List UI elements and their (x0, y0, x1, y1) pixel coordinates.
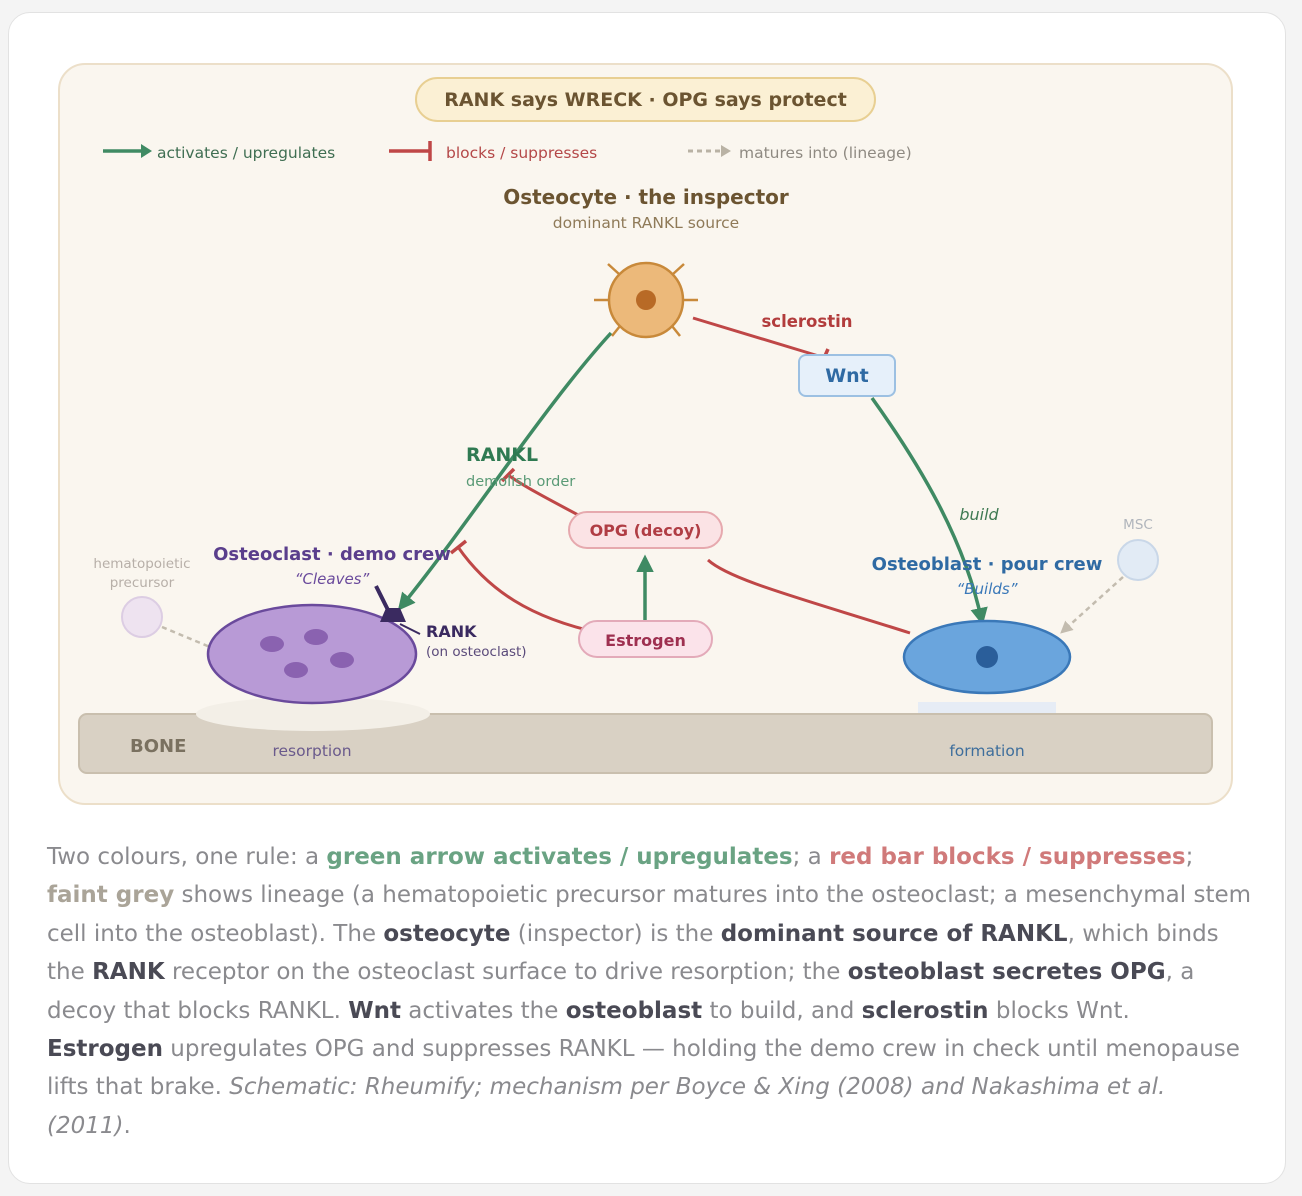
caption-red-highlight: red bar blocks / suppresses (829, 844, 1186, 870)
caption-text: . (123, 1112, 131, 1139)
caption-citation: Schematic: Rheumify; mechanism per Boyce… (47, 1074, 1166, 1139)
legend-blocks: blocks / suppresses (389, 141, 597, 162)
edge-opg-blocks-rankl-bar (500, 467, 516, 483)
bone-remodeling-diagram: RANK says WRECK · OPG says protect activ… (58, 63, 1233, 805)
caption-text: , a decoy that blocks RANKL. (47, 959, 1195, 1024)
edge-wnt-activates-osteoblast (870, 396, 988, 626)
rankl-sublabel: demolish order (466, 474, 575, 490)
legend-activates: activates / upregulates (103, 144, 335, 162)
rank-sublabel: (on osteoclast) (426, 644, 527, 660)
osteocyte-nucleus (636, 290, 656, 310)
legend-blocks-label: blocks / suppresses (446, 144, 597, 162)
legend-lineage-label: matures into (lineage) (739, 144, 912, 162)
osteoclast-nucleus (284, 662, 308, 678)
opg-label: OPG (decoy) (590, 521, 702, 540)
caption-bold-term: RANK (92, 959, 165, 986)
caption-text: Two colours, one rule: a (47, 844, 327, 870)
precursor-label-line1: hematopoietic (93, 556, 190, 572)
osteoclast-cell (206, 603, 418, 705)
osteoblast-cell (902, 619, 1072, 695)
hematopoietic-precursor-cell (121, 596, 163, 638)
estrogen-node: Estrogen (578, 620, 713, 658)
title-banner: RANK says WRECK · OPG says protect (415, 77, 876, 122)
rank-receptor (374, 585, 421, 635)
figure-caption: Two colours, one rule: a green arrow act… (47, 838, 1252, 1145)
caption-bold-term: osteocyte (383, 920, 511, 947)
wnt-node: Wnt (798, 354, 896, 397)
diagram-panel (58, 63, 1233, 805)
osteoblast-nucleus (976, 646, 998, 668)
caption-text: activates the (401, 997, 566, 1024)
sclerostin-label: sclerostin (761, 312, 852, 331)
caption-text: to build, and (702, 997, 862, 1024)
osteoclast-nickname: “Cleaves” (295, 570, 370, 588)
caption-bold-term: dominant source of RANKL (720, 920, 1068, 947)
caption-text: upregulates OPG and suppresses RANKL — h… (47, 1036, 1240, 1101)
osteoclast-nucleus (304, 629, 328, 645)
precursor-label-line2: precursor (110, 575, 175, 591)
edge-estrogen-blocks-rankl (456, 546, 601, 635)
osteocyte-cell (594, 261, 698, 339)
caption-bold-term: sclerostin (861, 997, 989, 1024)
legend-activates-label: activates / upregulates (157, 144, 335, 162)
caption-bold-term: osteoblast secretes OPG (847, 959, 1166, 986)
resorption-label: resorption (272, 742, 351, 760)
rank-label: RANK (426, 622, 477, 641)
bone-label: BONE (130, 736, 186, 757)
osteoblast-nickname: “Builds” (956, 580, 1017, 598)
caption-text: shows lineage (a hematopoietic precursor… (47, 882, 1252, 947)
edge-rankl-activates-rank (397, 331, 613, 611)
caption-bold-term: Wnt (348, 997, 401, 1024)
caption-text: (inspector) is the (510, 920, 721, 947)
caption-text: ; a (792, 844, 830, 870)
osteoblast-title: Osteoblast · pour crew (872, 554, 1103, 575)
bone: BONE resorption formation (78, 697, 1213, 774)
formation-label: formation (949, 742, 1024, 760)
rankl-label: RANKL (466, 444, 538, 466)
msc-cell (1117, 539, 1159, 581)
caption-green-highlight: green arrow activates / upregulates (326, 844, 793, 870)
legend-lineage: matures into (lineage) (688, 144, 912, 162)
osteoclast-nucleus (260, 636, 284, 652)
osteocyte-title: Osteocyte · the inspector (503, 185, 789, 209)
caption-bold-term: osteoblast (565, 997, 703, 1024)
caption-text: ; (1185, 844, 1194, 870)
caption-grey-highlight: faint grey (47, 882, 175, 909)
caption-bold-term: Estrogen (47, 1036, 163, 1063)
wnt-label: Wnt (825, 365, 869, 387)
edge-msc-lineage (1060, 576, 1124, 634)
caption-text: receptor on the osteoclast surface to dr… (164, 959, 848, 986)
build-label: build (959, 505, 999, 524)
edge-sclerostin-blocks-wnt (692, 316, 823, 359)
banner-text: RANK says WRECK · OPG says protect (444, 89, 847, 111)
edge-opg-blocks-rankl (507, 473, 583, 519)
estrogen-label: Estrogen (605, 631, 686, 650)
edge-estrogen-blocks-rankl-bar (449, 539, 468, 555)
new-bone-seam (918, 702, 1056, 713)
caption-text: , which binds the (47, 920, 1219, 986)
legend: activates / upregulates blocks / suppres… (103, 141, 912, 162)
opg-node: OPG (decoy) (568, 511, 723, 549)
osteoclast-nucleus (330, 652, 354, 668)
resorption-pit (196, 697, 430, 731)
msc-label: MSC (1123, 517, 1153, 533)
edge-osteoblast-opg (706, 558, 911, 635)
caption-text: blocks Wnt. (988, 997, 1130, 1024)
osteoclast-title: Osteoclast · demo crew (213, 544, 451, 565)
osteocyte-subtitle: dominant RANKL source (553, 214, 739, 232)
